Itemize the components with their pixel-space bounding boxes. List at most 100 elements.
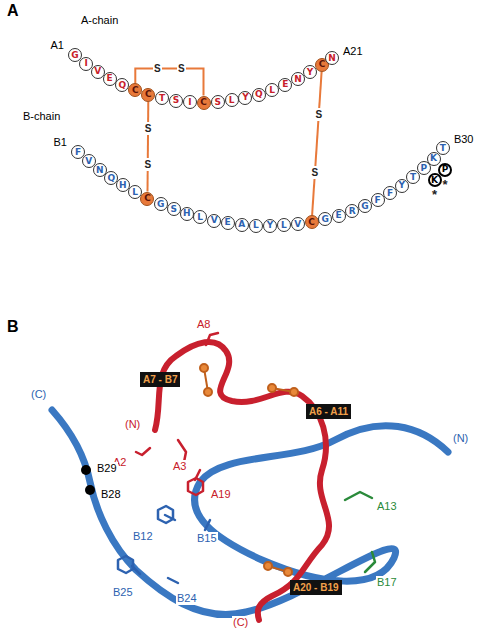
- sulfur-label: S: [177, 62, 186, 75]
- residue-letter: P: [442, 165, 449, 174]
- residue-circle: L: [225, 93, 239, 107]
- hydrophilic-side-chains: [345, 492, 375, 572]
- residue-circle: Y: [263, 219, 277, 233]
- sulfur-label: S: [144, 122, 153, 135]
- residue-letter: H: [119, 181, 127, 190]
- residue-circle: C: [141, 88, 155, 102]
- a-chain-ribbon: [155, 342, 329, 620]
- residue-letter: Q: [108, 174, 116, 183]
- residue-circle: T: [436, 141, 450, 155]
- residue-circle: V: [291, 217, 305, 231]
- residue-letter: L: [253, 221, 259, 230]
- residue-letter: N: [96, 166, 104, 175]
- panel-letter: B: [6, 318, 20, 336]
- residue-circle: T: [155, 91, 169, 105]
- disulfide-bond: [147, 102, 150, 192]
- residue-letter: A: [238, 220, 245, 229]
- residue-letter: I: [188, 98, 191, 107]
- residue-label: A3: [172, 460, 187, 473]
- bridge-label: A20 - B19: [290, 580, 342, 595]
- residue-letter: S: [170, 205, 176, 214]
- mutation-mark: *: [442, 178, 449, 191]
- residue-letter: Y: [267, 221, 274, 230]
- residue-label: B17: [376, 576, 398, 589]
- residue-letter: L: [197, 213, 203, 222]
- residue-letter: R: [349, 207, 356, 216]
- residue-number: B30: [453, 133, 475, 146]
- residue-circle: L: [265, 83, 279, 97]
- residue-letter: P: [420, 164, 427, 173]
- residue-letter: L: [269, 86, 275, 95]
- residue-number: A21: [342, 45, 364, 58]
- residue-letter: Y: [242, 93, 249, 102]
- panel-letter: A: [6, 2, 20, 20]
- residue-circle: I: [183, 95, 197, 109]
- residue-circle: S: [211, 95, 225, 109]
- sulfur-label: S: [143, 158, 152, 171]
- residue-circle: L: [249, 219, 263, 233]
- residue-letter: L: [132, 188, 138, 197]
- terminus-label: (C): [30, 388, 47, 401]
- chain-name: B-chain: [22, 110, 61, 123]
- residue-circle: P: [438, 163, 452, 177]
- residue-letter: F: [374, 196, 380, 205]
- residue-label: A8: [196, 318, 211, 331]
- residue-letter: V: [85, 157, 92, 166]
- residue-letter: C: [145, 90, 152, 99]
- residue-circle: V: [207, 214, 221, 228]
- a-chain-side-chains: [136, 333, 218, 495]
- residue-letter: C: [308, 218, 315, 227]
- residue-letter: N: [294, 75, 302, 84]
- residue-circle: C: [305, 215, 319, 229]
- residue-circle: E: [332, 209, 346, 223]
- residue-letter: C: [200, 98, 207, 107]
- residue-circle: G: [318, 212, 332, 226]
- residue-letter: G: [361, 202, 368, 211]
- residue-circle: Q: [115, 78, 129, 92]
- mutation-mark: *: [431, 188, 438, 201]
- residue-letter: C: [144, 194, 151, 203]
- terminus-label: (C): [232, 616, 249, 629]
- residue-letter: V: [211, 216, 218, 225]
- residue-letter: T: [159, 94, 165, 103]
- residue-letter: E: [107, 74, 113, 83]
- residue-letter: G: [157, 200, 164, 209]
- residue-circle: L: [193, 210, 207, 224]
- residue-letter: I: [84, 59, 87, 68]
- residue-circle: Y: [238, 91, 252, 105]
- residue-number: A1: [50, 39, 65, 52]
- residue-letter: F: [75, 148, 81, 157]
- terminus-label: (N): [124, 418, 141, 431]
- sulfur-label: S: [314, 108, 323, 121]
- residue-circle: F: [371, 193, 385, 207]
- residue-label: B12: [132, 530, 154, 543]
- residue-letter: L: [229, 96, 235, 105]
- residue-letter: Y: [307, 68, 314, 77]
- residue-letter: Q: [119, 81, 127, 90]
- residue-letter: V: [94, 67, 101, 76]
- sulfur-label: S: [153, 62, 162, 75]
- residue-circle: E: [221, 216, 235, 230]
- residue-circle: C: [128, 83, 142, 97]
- residue-letter: C: [319, 60, 326, 69]
- residue-label: B24: [176, 592, 198, 605]
- residue-letter: K: [430, 154, 437, 163]
- residue-letter: H: [183, 209, 191, 218]
- residue-circle: A: [235, 218, 249, 232]
- residue-letter: C: [132, 86, 139, 95]
- residue-label: A13: [376, 500, 398, 513]
- bridge-label: A7 - B7: [140, 372, 180, 387]
- residue-letter: F: [387, 189, 393, 198]
- residue-circle: G: [154, 197, 168, 211]
- residue-letter: S: [214, 98, 220, 107]
- residue-number: B1: [53, 136, 68, 149]
- residue-letter: G: [71, 51, 78, 60]
- residue-letter: S: [173, 96, 179, 105]
- residue-letter: K: [431, 176, 438, 185]
- residue-label: A19: [210, 488, 232, 501]
- residue-circle: H: [180, 207, 194, 221]
- sulfur-label: S: [311, 166, 320, 179]
- residue-letter: N: [328, 54, 336, 63]
- b-chain-ribbon: [52, 410, 448, 615]
